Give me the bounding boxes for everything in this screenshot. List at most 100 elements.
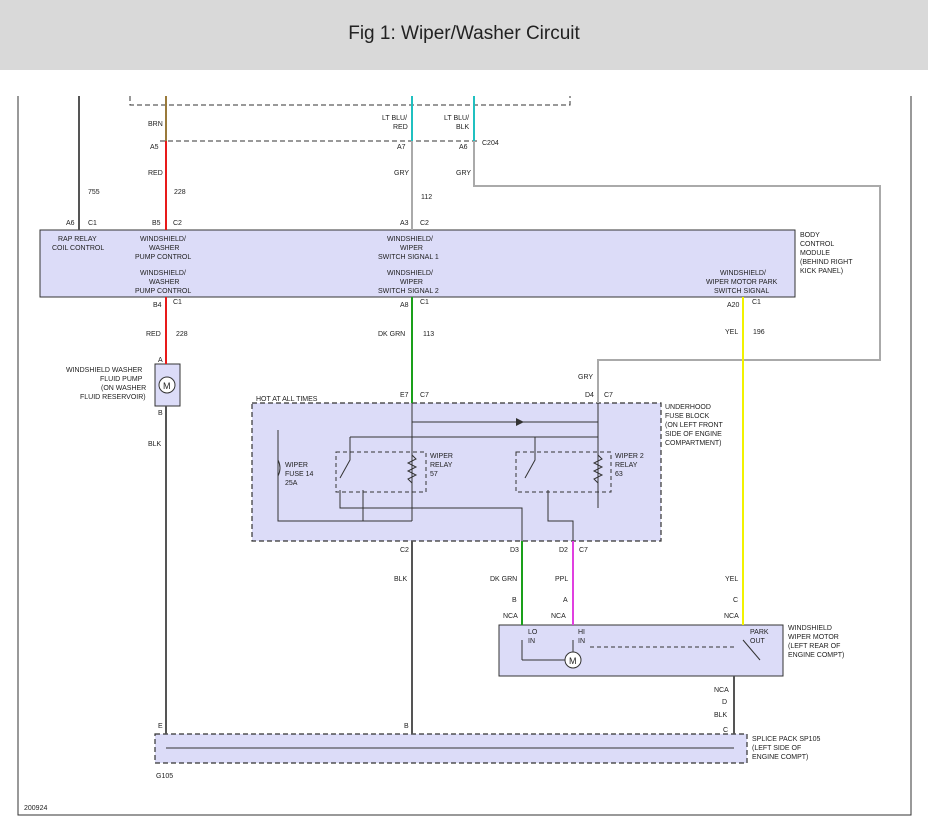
label-blk-1: BLK — [148, 441, 162, 448]
wiper-motor-box — [498, 624, 784, 677]
fuse-symbol — [277, 459, 281, 477]
pin-c-splice: C — [723, 727, 728, 734]
motor-name-4: ENGINE COMPT) — [788, 652, 844, 659]
pin-c1-b4: C1 — [173, 299, 182, 306]
bcm-box — [39, 229, 796, 298]
bcm-name-4: (BEHIND RIGHT — [800, 259, 853, 266]
pump-name-4: FLUID RESERVOIR) — [80, 394, 146, 401]
pin-a5: A5 — [150, 144, 159, 151]
pin-b5: B5 — [152, 220, 161, 227]
label-228-2: 228 — [176, 331, 188, 338]
pin-a8: A8 — [400, 302, 409, 309]
motor-lo-1: LO — [528, 629, 538, 636]
pin-c2-a3: C2 — [420, 220, 429, 227]
pin-c7-d4: C7 — [604, 392, 613, 399]
relay2-out — [547, 490, 574, 541]
splice-name-1: SPLICE PACK SP105 — [752, 736, 820, 743]
pin-a-motor: A — [563, 597, 568, 604]
pin-e7: E7 — [400, 392, 409, 399]
pump-name-3: (ON WASHER — [101, 385, 146, 392]
fuse-1: WIPER — [285, 462, 308, 469]
relay2-coil — [592, 454, 604, 484]
label-ltblu-blk-1: LT BLU/ — [444, 115, 469, 122]
pin-b-motor: B — [512, 597, 517, 604]
pin-a6: A6 — [66, 220, 75, 227]
pump-name-2: FLUID PUMP — [100, 376, 143, 383]
label-red-2: RED — [146, 331, 161, 338]
bcm-sw1-2: WIPER — [400, 245, 423, 252]
pin-d3: D3 — [510, 547, 519, 554]
header-bar: Fig 1: Wiper/Washer Circuit — [0, 0, 928, 70]
pump-motor-letter: M — [163, 381, 171, 391]
pin-c-motor: C — [733, 597, 738, 604]
label-755: 755 — [88, 189, 100, 196]
label-gry-1: GRY — [394, 170, 409, 177]
pin-a3: A3 — [400, 220, 409, 227]
splice-name-3: ENGINE COMPT) — [752, 754, 808, 761]
splice-name-2: (LEFT SIDE OF — [752, 745, 801, 752]
pin-c2-b5: C2 — [173, 220, 182, 227]
bcm-rap-2: COIL CONTROL — [52, 245, 104, 252]
bcm-pump-2: WASHER — [149, 245, 179, 252]
label-yel-2: YEL — [725, 576, 738, 583]
relay1-2: RELAY — [430, 462, 453, 469]
pin-a7: A7 — [397, 144, 406, 151]
motor-lo-2: IN — [528, 638, 535, 645]
relay2-box — [515, 451, 612, 493]
bcm-sw1-1: WINDSHIELD/ — [387, 236, 433, 243]
pin-nca-1: NCA — [503, 613, 518, 620]
fb-name-2: FUSE BLOCK — [665, 413, 710, 420]
label-ltblu-red-2: RED — [393, 124, 408, 131]
motor-park-2: OUT — [750, 638, 766, 645]
relay-link — [339, 490, 523, 541]
label-dkgrn-2: DK GRN — [490, 576, 517, 583]
bcm-park-3: SWITCH SIGNAL — [714, 288, 769, 295]
pin-c7-e7: C7 — [420, 392, 429, 399]
figure-title: Fig 1: Wiper/Washer Circuit — [348, 23, 580, 44]
label-dkgrn: DK GRN — [378, 331, 405, 338]
pin-e-splice: E — [158, 723, 163, 730]
bcm-pump-3: PUMP CONTROL — [135, 254, 191, 261]
relay2-2: RELAY — [615, 462, 638, 469]
pin-g105: G105 — [156, 773, 173, 780]
bcm-sw2-1: WINDSHIELD/ — [387, 270, 433, 277]
bcm-name-2: CONTROL — [800, 241, 834, 248]
label-228: 228 — [174, 189, 186, 196]
top-connector — [129, 96, 571, 106]
motor-park-1: PARK — [750, 629, 769, 636]
fuse-3: 25A — [285, 480, 298, 487]
pin-d4: D4 — [585, 392, 594, 399]
label-112: 112 — [421, 194, 432, 201]
motor-name-2: WIPER MOTOR — [788, 634, 839, 641]
fb-name-4: SIDE OF ENGINE — [665, 431, 722, 438]
relay1-3: 57 — [430, 471, 438, 478]
fb-name-3: (ON LEFT FRONT — [665, 422, 724, 429]
pin-c1-a8: C1 — [420, 299, 429, 306]
relay2-switch — [524, 437, 536, 479]
fuse-2: FUSE 14 — [285, 471, 314, 478]
pin-d-motor: D — [722, 699, 727, 706]
label-blk-3: BLK — [714, 712, 728, 719]
motor-hi-2: IN — [578, 638, 585, 645]
bcm-pump2-2: WASHER — [149, 279, 179, 286]
fb-hot: HOT AT ALL TIMES — [256, 396, 318, 403]
bcm-name-1: BODY — [800, 232, 820, 239]
pin-c1-a6: C1 — [88, 220, 97, 227]
bcm-sw2-3: SWITCH SIGNAL 2 — [378, 288, 439, 295]
pin-c1-a20: C1 — [752, 299, 761, 306]
fb-name-1: UNDERHOOD — [665, 404, 711, 411]
bcm-pump2-1: WINDSHIELD/ — [140, 270, 186, 277]
label-blk-2: BLK — [394, 576, 408, 583]
bcm-park-2: WIPER MOTOR PARK — [706, 279, 778, 286]
relay1-coil — [406, 454, 418, 484]
pin-nca-4: NCA — [714, 687, 729, 694]
pin-b-splice: B — [404, 723, 409, 730]
pin-a6-top: A6 — [459, 144, 468, 151]
bcm-name-3: MODULE — [800, 250, 830, 257]
label-gry-2: GRY — [456, 170, 471, 177]
fuse-block-box — [251, 402, 662, 542]
wire-gry-loop — [473, 141, 881, 403]
bcm-park-1: WINDSHIELD/ — [720, 270, 766, 277]
pin-c7-d2: C7 — [579, 547, 588, 554]
label-ltblu-red-1: LT BLU/ — [382, 115, 407, 122]
